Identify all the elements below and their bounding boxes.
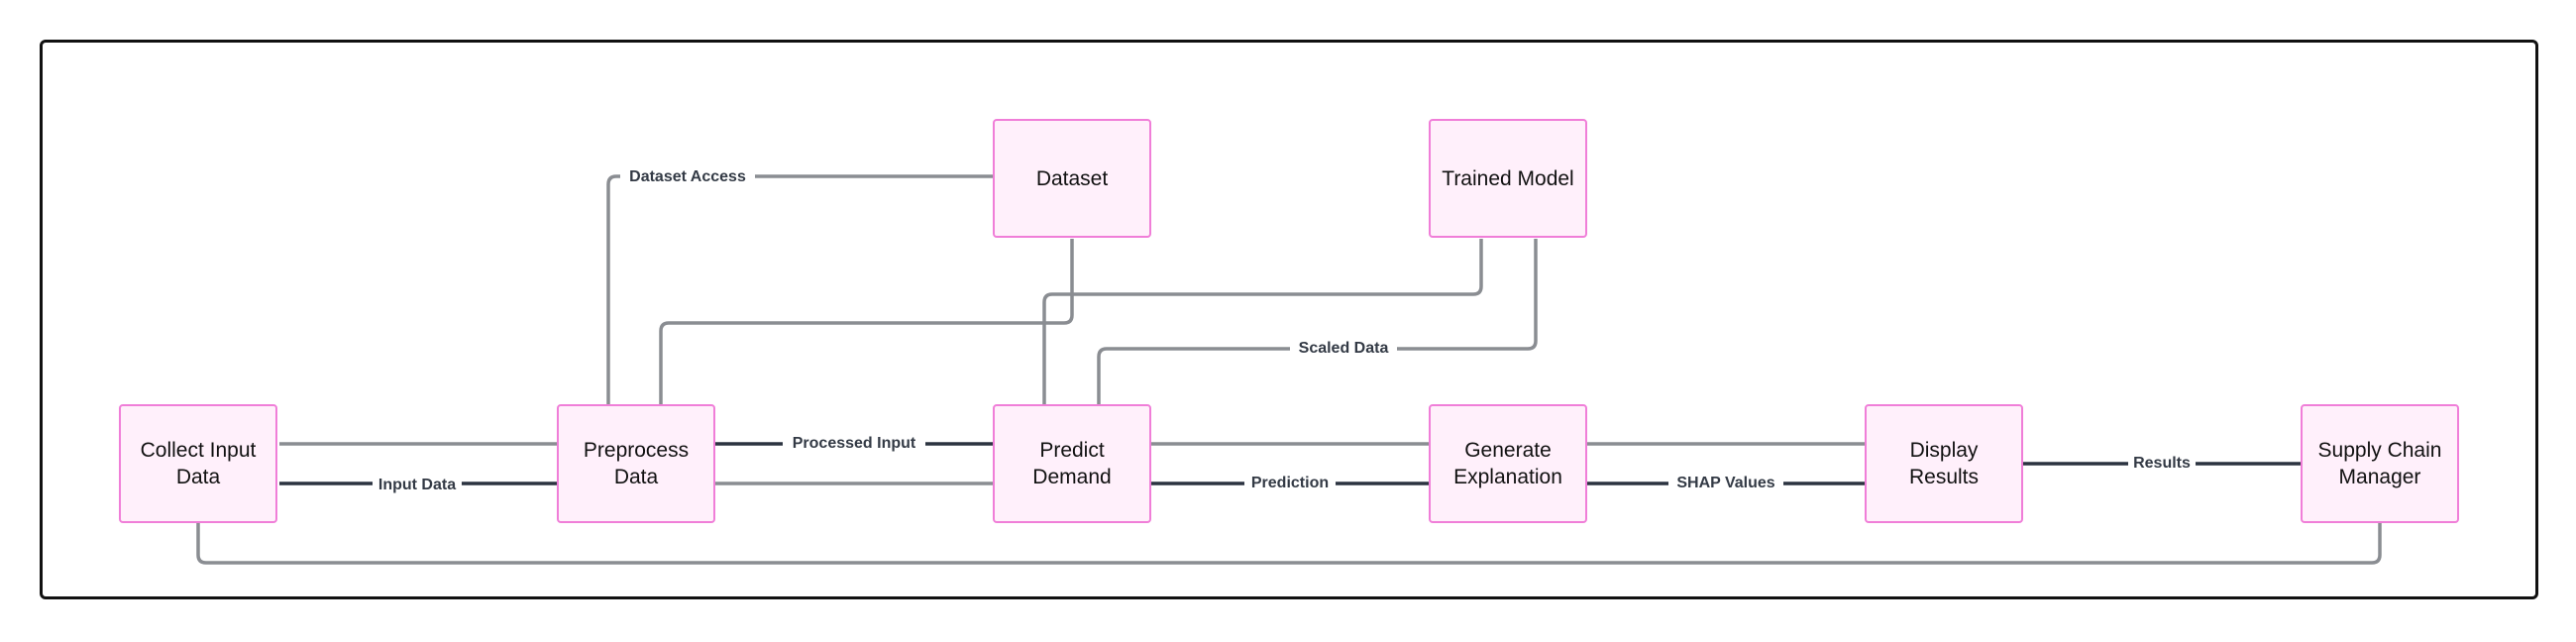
node-preprocess-data[interactable]: Preprocess Data bbox=[557, 404, 715, 523]
edge-label-prediction: Prediction bbox=[1244, 473, 1336, 494]
node-trained-model[interactable]: Trained Model bbox=[1429, 119, 1587, 238]
svg-text:SHAP Values: SHAP Values bbox=[1676, 475, 1774, 491]
edge-label-processed-input: Processed Input bbox=[783, 433, 925, 455]
node-label: Preprocess Data bbox=[583, 439, 690, 488]
edge-dataset-to-predict-route bbox=[659, 239, 1074, 404]
node-display-results[interactable]: Display Results bbox=[1865, 404, 2023, 523]
svg-text:Results: Results bbox=[2133, 455, 2191, 472]
node-dataset[interactable]: Dataset bbox=[993, 119, 1151, 238]
node-collect-input-data[interactable]: Collect Input Data bbox=[119, 404, 277, 523]
node-supply-chain-manager[interactable]: Supply Chain Manager bbox=[2301, 404, 2459, 523]
edge-label-input-data: Input Data bbox=[373, 473, 462, 494]
diagram-frame bbox=[40, 40, 2538, 599]
node-label: Supply Chain Manager bbox=[2317, 439, 2442, 488]
edge-dataset-to-preprocess bbox=[606, 174, 993, 404]
edge-model-to-predict-a bbox=[1042, 239, 1483, 404]
edge-label-shap-values: SHAP Values bbox=[1668, 473, 1783, 494]
svg-text:Input Data: Input Data bbox=[378, 477, 456, 493]
svg-text:Processed Input: Processed Input bbox=[793, 435, 916, 452]
edge-label-results: Results bbox=[2128, 453, 2196, 475]
edge-manager-to-collect bbox=[196, 523, 2382, 565]
svg-text:Prediction: Prediction bbox=[1251, 475, 1329, 491]
edge-label-dataset-access: Dataset Access bbox=[620, 165, 755, 187]
edge-model-to-predict-b bbox=[1097, 239, 1538, 404]
node-label: Display Results bbox=[1908, 439, 1980, 488]
node-predict-demand[interactable]: Predict Demand bbox=[993, 404, 1151, 523]
edge-label-scaled-data: Scaled Data bbox=[1290, 338, 1397, 360]
node-label: Collect Input Data bbox=[140, 439, 257, 488]
node-label: Predict Demand bbox=[1032, 439, 1112, 488]
node-generate-explanation[interactable]: Generate Explanation bbox=[1429, 404, 1587, 523]
node-label: Dataset bbox=[1035, 166, 1109, 190]
node-label: Generate Explanation bbox=[1453, 439, 1562, 488]
svg-text:Dataset Access: Dataset Access bbox=[629, 168, 746, 185]
svg-text:Scaled Data: Scaled Data bbox=[1299, 340, 1389, 357]
node-label: Trained Model bbox=[1442, 166, 1574, 190]
